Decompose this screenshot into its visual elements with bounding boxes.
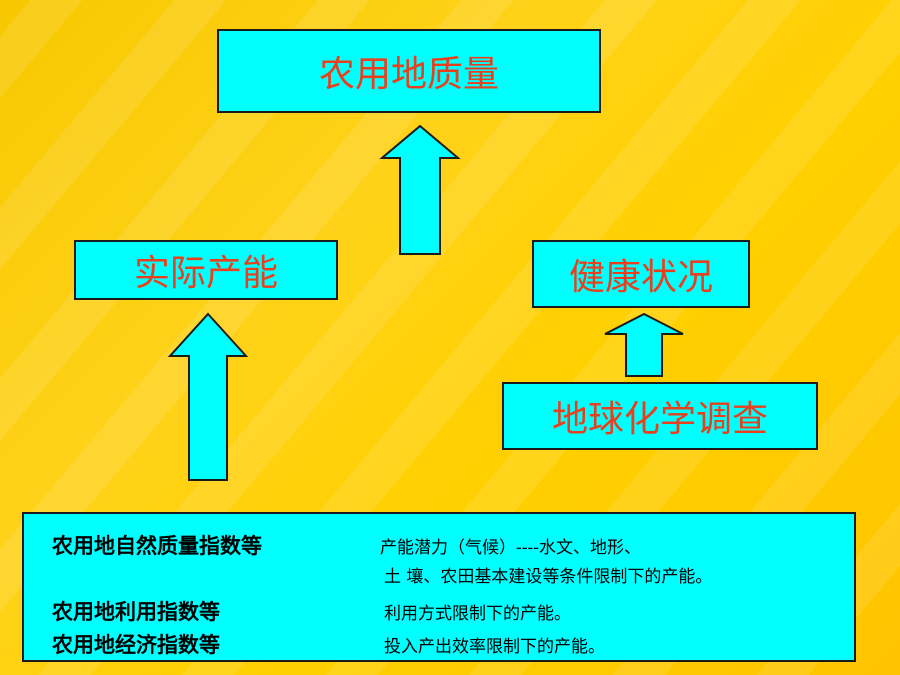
- row-desc-utilization: 利用方式限制下的产能。: [384, 604, 571, 624]
- box-actual-capacity: 实际产能: [74, 240, 338, 300]
- row-desc-natural-quality-line1: 产能潜力（气候）----水文、地形、: [380, 538, 641, 558]
- box-farmland-quality-label: 农用地质量: [318, 54, 499, 95]
- row-desc-natural-quality-line2: 土 壤、农田基本建设等条件限制下的产能。: [384, 567, 713, 587]
- up-arrow-right: [604, 312, 684, 377]
- row-label-economic: 农用地经济指数等: [52, 633, 220, 657]
- box-health-status: 健康状况: [532, 240, 750, 308]
- row-desc-economic: 投入产出效率限制下的产能。: [384, 637, 605, 657]
- box-geochemical-survey-label: 地球化学调查: [551, 399, 768, 440]
- up-arrow-left: [167, 312, 249, 481]
- row-label-utilization: 农用地利用指数等: [52, 600, 220, 624]
- row-label-natural-quality: 农用地自然质量指数等: [52, 534, 262, 558]
- index-table: 农用地自然质量指数等 产能潜力（气候）----水文、地形、 土 壤、农田基本建设…: [22, 512, 856, 662]
- box-actual-capacity-label: 实际产能: [133, 253, 278, 294]
- box-geochemical-survey: 地球化学调查: [502, 382, 818, 450]
- box-health-status-label: 健康状况: [568, 257, 713, 298]
- up-arrow-center: [379, 124, 461, 255]
- box-farmland-quality: 农用地质量: [217, 29, 601, 113]
